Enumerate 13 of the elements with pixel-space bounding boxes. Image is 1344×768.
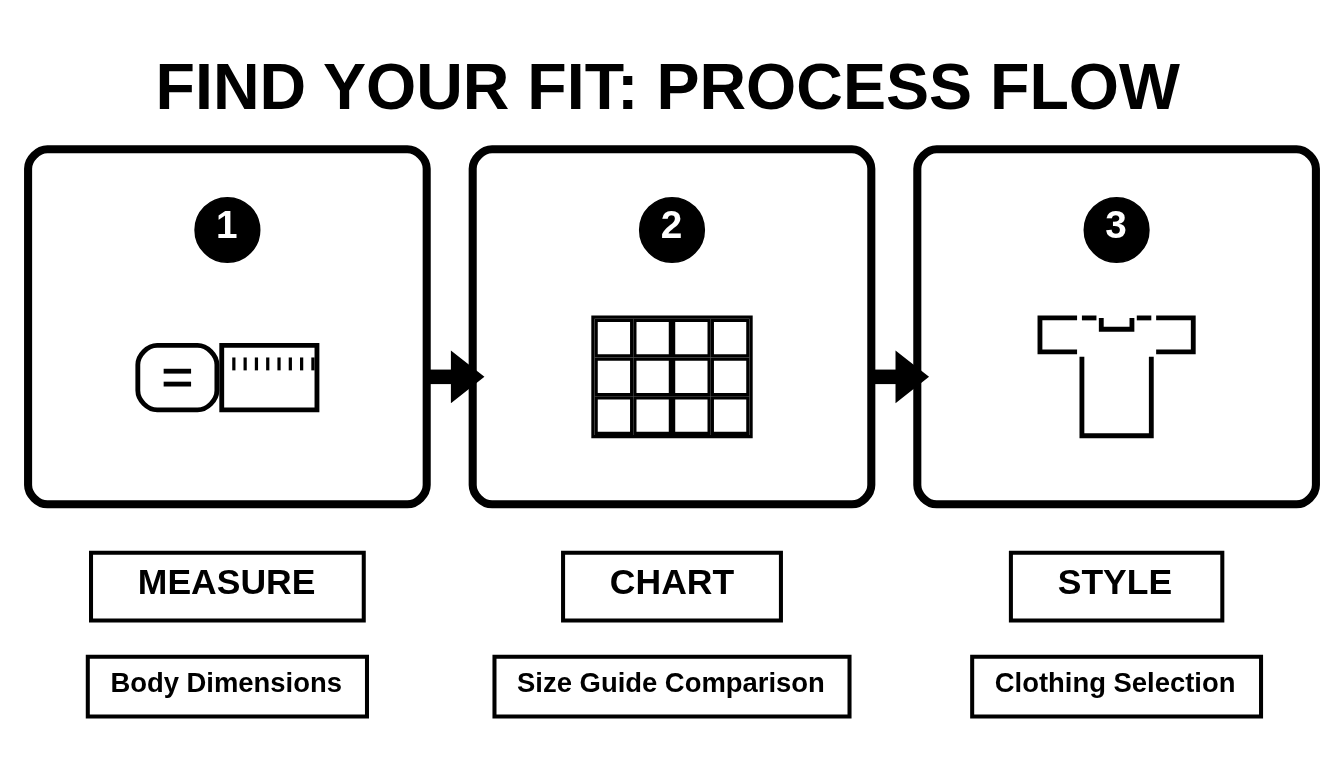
cluster <box>468 144 876 508</box>
node-box: Size Guide Comparison <box>492 654 852 719</box>
cluster <box>24 144 431 508</box>
node-circle: 1 <box>194 196 261 263</box>
node-circle: 3 <box>1083 196 1150 263</box>
node-box: MEASURE <box>89 550 366 623</box>
cluster <box>913 144 1320 508</box>
node-box: CHART <box>561 550 783 623</box>
node-box: STYLE <box>1008 550 1225 623</box>
node-box: Body Dimensions <box>85 654 369 719</box>
diagram-title: FIND YOUR FIT: PROCESS FLOW <box>155 50 1180 123</box>
node-box: Clothing Selection <box>970 654 1264 719</box>
node-circle: 2 <box>638 196 706 263</box>
